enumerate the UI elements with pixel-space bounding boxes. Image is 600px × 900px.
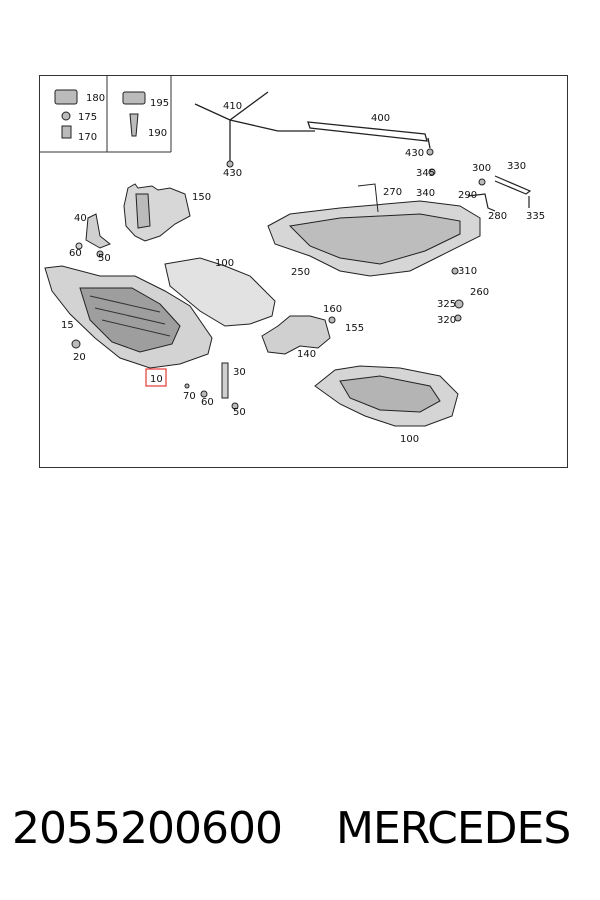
brand-name: MERCEDES — [336, 803, 571, 854]
callout-310: 310 — [458, 266, 477, 277]
callout-300: 300 — [472, 163, 491, 174]
exploded-view-drawing: 180 175 170 195 190 410 430 400 430 150 … — [40, 76, 545, 445]
callout-290: 290 — [458, 190, 477, 201]
callout-10: 10 — [150, 374, 163, 385]
callout-150: 150 — [192, 192, 211, 203]
bracket-270 — [357, 183, 379, 213]
callout-430-a: 430 — [223, 168, 242, 179]
callout-270: 270 — [383, 187, 402, 198]
panel-100-upper — [164, 257, 276, 327]
bracket-330-280 — [467, 175, 532, 212]
parts-diagram: 180 175 170 195 190 410 430 400 430 150 … — [39, 75, 568, 468]
callout-335: 335 — [526, 211, 545, 222]
small-fasteners — [71, 148, 486, 410]
bracket-40 — [75, 213, 111, 250]
callout-170: 170 — [78, 132, 97, 143]
callout-260: 260 — [470, 287, 489, 298]
callout-190: 190 — [148, 128, 167, 139]
callout-70: 70 — [183, 391, 196, 402]
callout-400: 400 — [371, 113, 390, 124]
callout-325: 325 — [437, 299, 456, 310]
callout-195: 195 — [150, 98, 169, 109]
callout-160: 160 — [323, 304, 342, 315]
callout-345: 345 — [416, 168, 435, 179]
front-underbody-panel-10 — [44, 265, 213, 369]
panel-100-lower — [314, 365, 459, 427]
callout-60-a: 60 — [69, 248, 82, 259]
callout-180: 180 — [86, 93, 105, 104]
callout-50-a: 50 — [98, 253, 111, 264]
callout-60-b: 60 — [201, 397, 214, 408]
shield-150 — [123, 183, 191, 242]
callout-250: 250 — [291, 267, 310, 278]
selected-part-highlight — [145, 368, 167, 387]
callout-280: 280 — [488, 211, 507, 222]
callout-320: 320 — [437, 315, 456, 326]
callout-20: 20 — [73, 352, 86, 363]
callout-175: 175 — [78, 112, 97, 123]
callout-430-b: 430 — [405, 148, 424, 159]
floor-panel-250 — [267, 200, 481, 277]
callout-340: 340 — [416, 188, 435, 199]
callout-140: 140 — [297, 349, 316, 360]
fastener-icons — [54, 89, 146, 139]
callout-100-b: 100 — [400, 434, 419, 445]
fastener-inset-box — [40, 76, 172, 153]
callout-100-a: 100 — [215, 258, 234, 269]
callout-40: 40 — [74, 213, 87, 224]
callout-330: 330 — [507, 161, 526, 172]
strut-brace-410 — [194, 91, 315, 161]
callout-30: 30 — [233, 367, 246, 378]
strut-bar-400 — [307, 121, 431, 149]
callout-50-b: 50 — [233, 407, 246, 418]
part-number: 2055200600 — [12, 803, 283, 854]
callout-labels: 180 175 170 195 190 410 430 400 430 150 … — [61, 93, 545, 445]
bracket-30 — [221, 362, 229, 399]
shield-140 — [261, 315, 331, 355]
callout-155: 155 — [345, 323, 364, 334]
callout-410: 410 — [223, 101, 242, 112]
callout-15: 15 — [61, 320, 74, 331]
